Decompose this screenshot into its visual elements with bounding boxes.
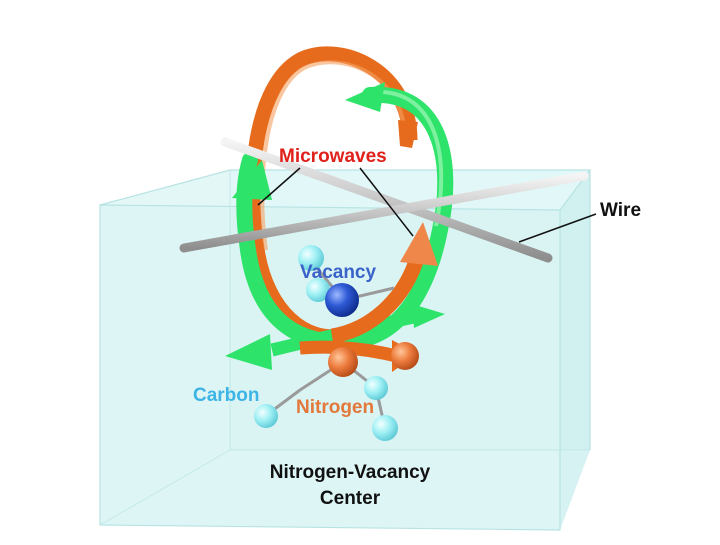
nitrogen-atom [328,347,358,377]
orange-arrowhead-up [400,222,438,266]
orange-sphere-right [391,342,419,370]
microwaves-pointer-right [359,167,414,237]
green-arrowhead-top [345,82,385,112]
microwaves-label: Microwaves [279,146,387,167]
vacancy-atom [325,283,359,317]
nv-center-label-line2: Center [319,488,381,509]
carbon-label: Carbon [193,385,260,406]
carbon-atom-4 [254,404,278,428]
orange-loop-arc [245,46,418,345]
orange-arrow-tail [398,120,418,148]
green-arrowhead-left [232,160,272,200]
carbon-atom-5 [372,415,398,441]
orange-loop-front [299,222,438,372]
nitrogen-label: Nitrogen [296,397,375,418]
nv-center-label-line1: Nitrogen-Vacancy [269,462,431,483]
atoms [254,245,398,441]
wire [179,137,589,263]
pointer-lines [257,167,597,243]
cube-right-face [560,170,590,530]
nv-center-label: Nitrogen-Vacancy Center [240,460,460,512]
microwaves-pointer-left [257,167,301,206]
vacancy-label: Vacancy [300,262,377,283]
wire-label: Wire [600,200,642,221]
green-arrowhead-right [412,304,445,328]
carbon-atom-1 [298,245,324,271]
green-arrowhead-lower-left [225,334,272,370]
cube-hidden-edge-3 [99,449,231,526]
carbon-atom-3 [364,376,388,400]
wire-pointer [518,213,597,243]
carbon-atom-2 [306,278,330,302]
